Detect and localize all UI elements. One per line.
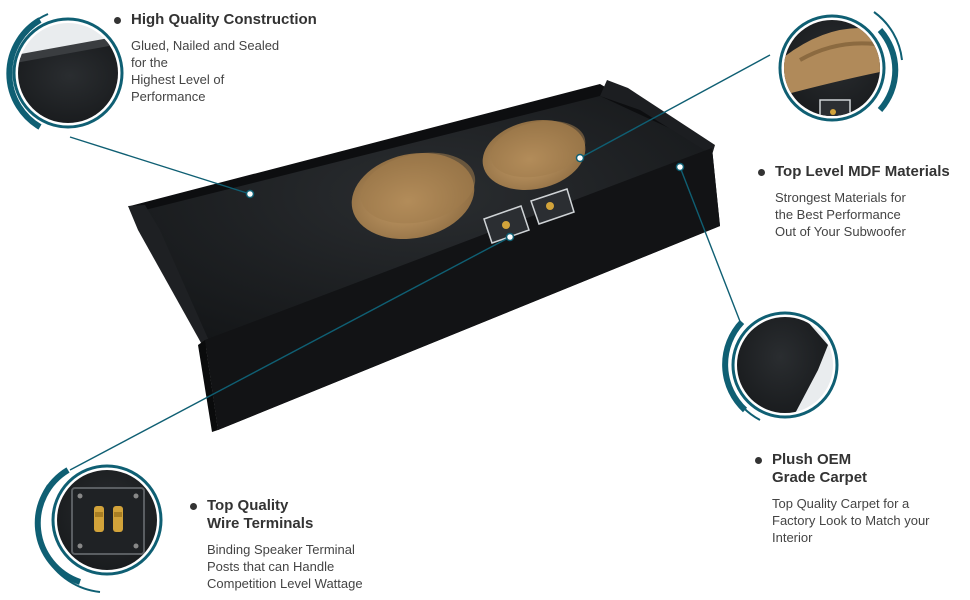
subwoofer-hole-right	[482, 120, 586, 190]
feature-title: Plush OEM Grade Carpet	[772, 451, 868, 486]
feature-carpet: Plush OEM Grade Carpet Top Quality Carpe…	[755, 451, 965, 546]
terminal-cup-right	[530, 188, 575, 225]
feature-title: High Quality Construction	[131, 11, 317, 28]
detail-circle-carpet	[722, 311, 839, 421]
terminal-cup-left	[483, 205, 530, 244]
feature-mdf-materials: Top Level MDF Materials Strongest Materi…	[758, 163, 968, 240]
feature-description: Top Quality Carpet for a Factory Look to…	[772, 496, 930, 545]
callout-lines	[69, 54, 771, 471]
feature-description: Glued, Nailed and Sealed for the Highest…	[131, 38, 280, 104]
callout-dots	[245, 153, 685, 242]
feature-wire-terminals: Top Quality Wire Terminals Binding Speak…	[190, 497, 410, 592]
bullet-icon	[758, 169, 765, 176]
bullet-icon	[114, 17, 121, 24]
feature-title: Top Quality Wire Terminals	[207, 497, 314, 532]
feature-description: Binding Speaker Terminal Posts that can …	[207, 542, 363, 591]
feature-construction: High Quality Construction Glued, Nailed …	[114, 11, 354, 105]
detail-circle-terminals	[34, 464, 163, 593]
bullet-icon	[755, 457, 762, 464]
bullet-icon	[190, 503, 197, 510]
detail-circle-mdf	[778, 11, 903, 122]
subwoofer-box	[128, 80, 720, 432]
detail-circle-construction	[6, 13, 124, 130]
feature-description: Strongest Materials for the Best Perform…	[775, 190, 906, 239]
feature-title: Top Level MDF Materials	[775, 163, 950, 180]
subwoofer-hole-left	[351, 152, 476, 240]
